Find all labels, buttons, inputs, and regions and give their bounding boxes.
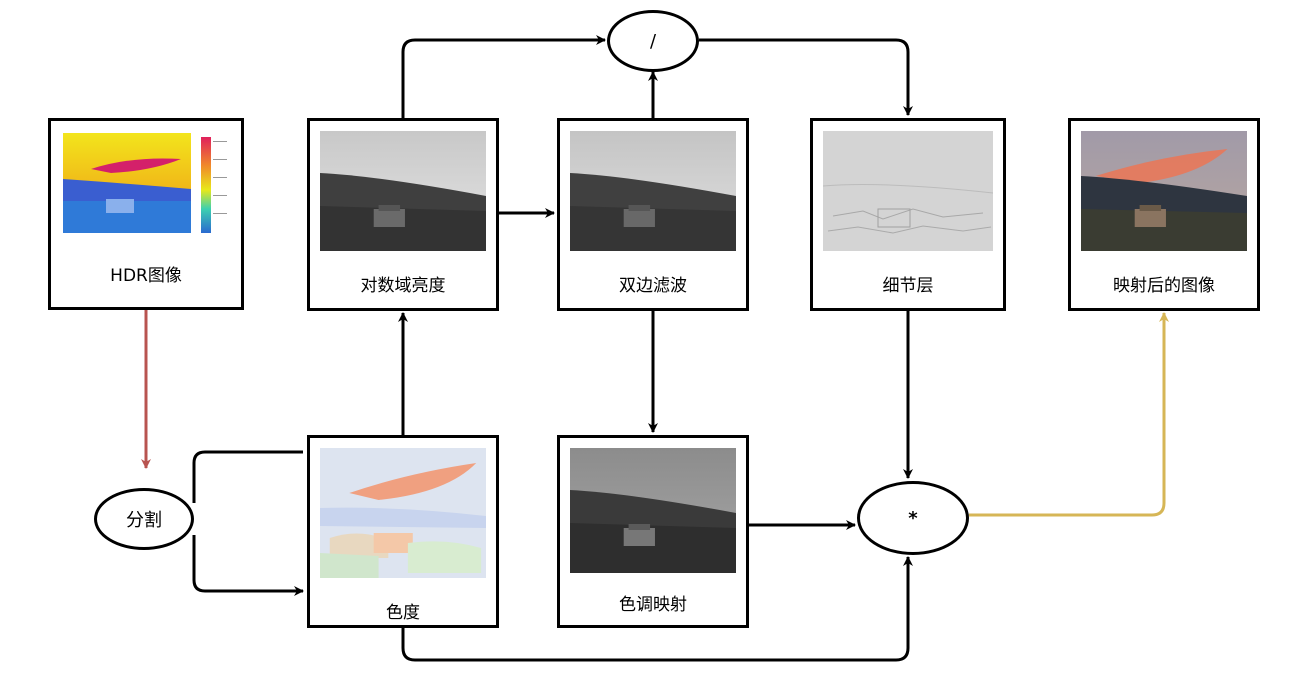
box-log-luminance: 对数域亮度 <box>307 118 499 311</box>
box-mapped-label: 映射后的图像 <box>1113 276 1215 296</box>
box-chroma: 色度 <box>307 435 499 628</box>
box-tone-mapping-label: 色调映射 <box>619 595 687 615</box>
color-photo-icon <box>1081 131 1247 251</box>
detail-layer-image-icon <box>823 131 993 251</box>
divide-node-label: / <box>649 30 657 52</box>
box-chroma-label: 色度 <box>386 603 420 623</box>
edge-loglum-to-divide <box>401 35 606 118</box>
edge-multiply-to-output <box>969 312 1169 517</box>
edge-split-to-chroma-top <box>192 450 303 503</box>
grayscale-photo-icon <box>570 131 736 251</box>
heatmap-image-icon <box>61 131 231 246</box>
divide-node: / <box>607 10 699 72</box>
box-tone-mapping: 色调映射 <box>557 435 749 628</box>
box-bilateral-label: 双边滤波 <box>619 276 687 296</box>
grayscale-photo-icon <box>570 448 736 573</box>
box-hdr-image: HDR图像 <box>48 118 244 310</box>
edge-divide-to-detail <box>699 38 913 116</box>
edge-chroma-to-multiply <box>401 556 913 662</box>
multiply-node-label: * <box>908 507 918 529</box>
chroma-image-icon <box>320 448 486 578</box>
box-detail-layer: 细节层 <box>810 118 1006 311</box>
multiply-node: * <box>857 481 969 555</box>
split-node-label: 分割 <box>126 510 162 531</box>
split-node: 分割 <box>94 488 194 550</box>
edge-split-to-chroma <box>192 535 304 596</box>
box-hdr-label: HDR图像 <box>110 266 182 286</box>
box-bilateral-filter: 双边滤波 <box>557 118 749 311</box>
box-log-luminance-label: 对数域亮度 <box>360 276 446 296</box>
box-detail-label: 细节层 <box>882 276 934 296</box>
box-mapped-image: 映射后的图像 <box>1068 118 1260 311</box>
grayscale-photo-icon <box>320 131 486 251</box>
